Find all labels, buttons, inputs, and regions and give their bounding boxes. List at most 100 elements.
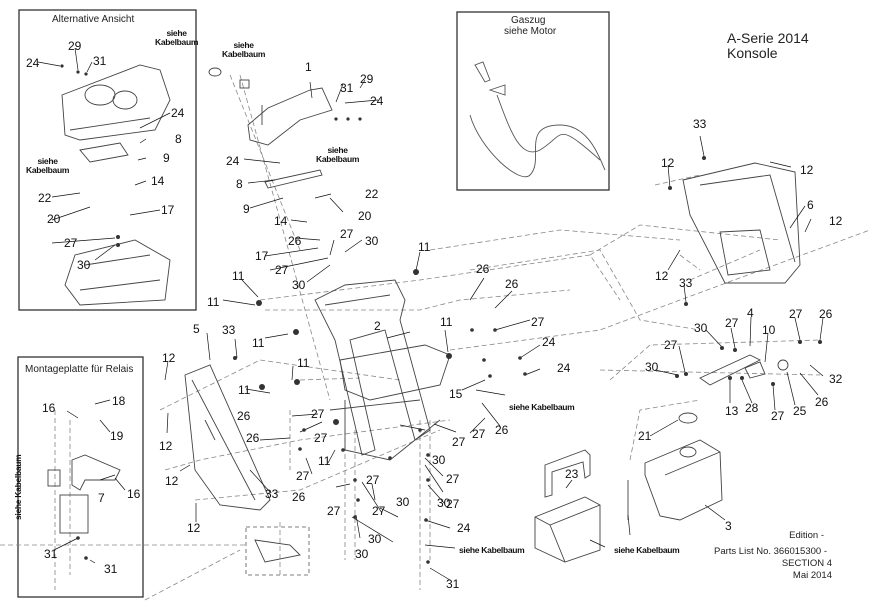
callout: 23 xyxy=(565,467,579,481)
callout: 11 xyxy=(440,315,453,329)
callout: 31 xyxy=(340,81,354,95)
callout: 22 xyxy=(365,187,379,201)
callout: 27 xyxy=(372,504,386,518)
relay-frame xyxy=(17,356,144,598)
parts-list-number: Parts List No. 366015300 - xyxy=(713,546,827,557)
callout: 11 xyxy=(418,240,431,254)
callout: 27 xyxy=(472,427,486,441)
callout: 26 xyxy=(288,234,302,248)
throttle-title-1: Gaszug xyxy=(511,15,546,26)
callout: 27 xyxy=(446,497,460,511)
callout: 27 xyxy=(311,407,325,421)
callout: 13 xyxy=(725,404,739,418)
callout: 27 xyxy=(664,338,678,352)
callout: 8 xyxy=(175,132,182,146)
callout: 14 xyxy=(151,174,165,188)
throttle-frame xyxy=(456,11,610,191)
callout: 29 xyxy=(360,72,374,86)
callout: 33 xyxy=(265,487,279,501)
callout: 30 xyxy=(292,278,306,292)
callout: 30 xyxy=(355,547,369,561)
callout: 30 xyxy=(365,234,379,248)
callout: 26 xyxy=(495,423,509,437)
callout: 27 xyxy=(327,504,341,518)
callout: 27 xyxy=(771,409,785,423)
callout: 27 xyxy=(275,263,289,277)
callout: 16 xyxy=(127,487,141,501)
edition-label: Edition - xyxy=(789,530,824,541)
callout: 22 xyxy=(38,191,52,205)
callout: 15 xyxy=(449,387,463,401)
harness-ref-switch: siehe Kabelbaum xyxy=(509,402,575,412)
callout: 31 xyxy=(44,547,58,561)
callout: 21 xyxy=(638,429,652,443)
callout: 31 xyxy=(446,577,460,591)
callout: 24 xyxy=(457,521,471,535)
callout: 27 xyxy=(789,307,803,321)
callout: 12 xyxy=(165,474,179,488)
callout: 12 xyxy=(655,269,669,283)
callout: 17 xyxy=(255,249,269,263)
callout: 27 xyxy=(64,236,78,250)
section-label: SECTION 4 xyxy=(781,558,832,569)
callout: 8 xyxy=(236,177,243,191)
throttle-cable-shape xyxy=(469,61,606,178)
relay-plate-title: Montageplatte für Relais xyxy=(25,364,134,375)
callout: 30 xyxy=(645,360,659,374)
callout: 27 xyxy=(296,469,310,483)
callout: 29 xyxy=(68,39,82,53)
callout: 7 xyxy=(98,491,105,505)
callout: 12 xyxy=(800,163,814,177)
callout: 11 xyxy=(318,454,331,468)
callout: 11 xyxy=(232,269,245,283)
callout: 6 xyxy=(807,198,814,212)
callout: 27 xyxy=(366,473,380,487)
relay-detail-frame xyxy=(245,526,310,576)
frame-shape xyxy=(314,279,451,461)
callout: 30 xyxy=(368,532,382,546)
callout: 24 xyxy=(542,335,556,349)
callout: 27 xyxy=(446,472,460,486)
callout: 24 xyxy=(226,154,240,168)
callout: 20 xyxy=(47,212,61,226)
callout: 10 xyxy=(762,323,776,337)
callout: 27 xyxy=(452,435,466,449)
callout: 26 xyxy=(476,262,490,276)
relay-plate-shape xyxy=(47,454,301,563)
callout: 26 xyxy=(505,277,519,291)
callout: 11 xyxy=(252,336,265,350)
callout: 31 xyxy=(104,562,118,576)
callout: 9 xyxy=(243,202,250,216)
callout: 12 xyxy=(661,156,675,170)
callout: 16 xyxy=(42,401,56,415)
callout: 33 xyxy=(222,323,236,337)
callout: 27 xyxy=(340,227,354,241)
callout: 9 xyxy=(163,151,170,165)
callout: 19 xyxy=(110,429,124,443)
callout: 30 xyxy=(437,496,451,510)
callout: 24 xyxy=(370,94,384,108)
callout: 27 xyxy=(314,431,328,445)
battery-shape xyxy=(534,449,601,563)
callout: 27 xyxy=(531,315,545,329)
callout: 11 xyxy=(207,295,220,309)
side-panel-shape xyxy=(184,364,271,511)
diagram-title: A-Serie 2014 xyxy=(727,30,809,46)
callout: 26 xyxy=(292,490,306,504)
callout: 12 xyxy=(829,214,843,228)
callout: 30 xyxy=(396,495,410,509)
callout: 12 xyxy=(159,439,173,453)
callout: 30 xyxy=(432,453,446,467)
harness-ref-relay: siehe Kabelbaum xyxy=(13,454,23,520)
console-cover-shape xyxy=(208,67,333,189)
callout: 24 xyxy=(26,56,40,70)
callout: 26 xyxy=(246,431,260,445)
callout: 30 xyxy=(694,321,708,335)
linkage-shape xyxy=(699,354,789,386)
callout: 4 xyxy=(747,306,754,320)
callout: 2 xyxy=(374,319,381,333)
callout: 24 xyxy=(557,361,571,375)
harness-ref-ignition: siehe Kabelbaum xyxy=(459,545,525,555)
